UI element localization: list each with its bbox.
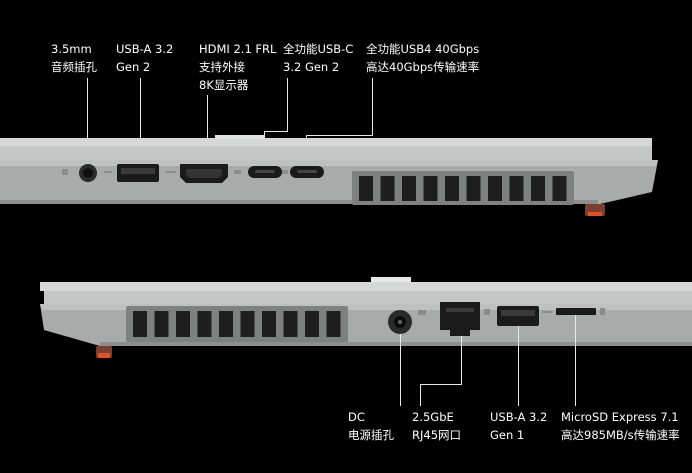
thunderbolt-icon — [282, 170, 288, 174]
leader-dc — [400, 334, 401, 406]
leader-hdmi — [207, 95, 208, 164]
vent-slot — [466, 176, 481, 201]
left-base-top — [0, 146, 652, 160]
left-lid — [0, 138, 652, 146]
label-dc-jack: DC 电源插孔 — [348, 410, 394, 442]
microsd-slot — [556, 308, 596, 315]
leader-rj45-v — [461, 336, 462, 384]
power-icon — [418, 310, 426, 315]
usb-a-gen2-tongue — [121, 168, 155, 174]
vent-slot — [531, 176, 545, 201]
left-foot-accent — [588, 212, 602, 216]
left-lid-hinge — [215, 135, 265, 139]
leader-rj45-h — [420, 384, 462, 385]
right-foot-accent — [98, 353, 110, 358]
laptop-left-side — [0, 135, 658, 216]
right-lid — [40, 282, 692, 291]
displayport-icon — [234, 170, 241, 174]
hdmi-label-icon — [166, 171, 176, 173]
right-vent-slots — [133, 311, 341, 337]
label-audio-jack: 3.5mm 音频插孔 — [51, 42, 97, 74]
leader-rj45-v2 — [420, 384, 421, 406]
label-microsd: MicroSD Express 7.1 高达985MB/s传输速率 — [561, 410, 680, 442]
vent-slot — [305, 311, 319, 337]
leader-audio — [87, 78, 88, 171]
vent-slot — [133, 311, 147, 337]
label-hdmi: HDMI 2.1 FRL 支持外接 8K显示器 — [199, 42, 277, 92]
vent-slot — [488, 176, 502, 201]
usb-c-tongue — [255, 170, 275, 173]
vent-slot — [262, 311, 276, 337]
sd-card-icon — [600, 308, 605, 315]
laptop-right-side — [40, 277, 692, 358]
usb-label-icon-2 — [542, 311, 552, 313]
leader-usb-a — [140, 78, 141, 164]
label-usb4: 全功能USB4 40Gbps 高达40Gbps传输速率 — [366, 42, 480, 74]
leader-usbc-v — [287, 78, 288, 131]
label-usb-c: 全功能USB-C 3.2 Gen 2 — [283, 42, 354, 74]
vent-slot — [359, 176, 373, 201]
vent-slot — [176, 311, 190, 337]
network-icon — [484, 309, 490, 315]
audio-jack-hole — [83, 168, 93, 178]
label-usb-a-gen2: USB-A 3.2 Gen 2 — [116, 42, 174, 74]
label-rj45: 2.5GbE RJ45网口 — [412, 410, 462, 442]
vent-slot — [509, 176, 524, 201]
leader-usbc-h — [264, 131, 288, 132]
vent-slot — [154, 311, 169, 337]
right-base-edge — [100, 342, 692, 346]
vent-slot — [380, 176, 395, 201]
left-base-highlight — [0, 160, 658, 166]
leader-usb-gen1 — [518, 326, 519, 406]
rj45-contacts — [446, 308, 474, 312]
vent-slot — [240, 311, 255, 337]
vent-slot — [283, 311, 298, 337]
vent-slot — [197, 311, 212, 337]
vent-slot — [402, 176, 416, 201]
label-usb-a-gen1: USB-A 3.2 Gen 1 — [490, 410, 548, 442]
usb4-tongue — [297, 170, 317, 173]
vent-slot — [219, 311, 233, 337]
vent-slot — [552, 176, 567, 201]
leader-usb4-v — [372, 78, 373, 135]
headphone-icon — [62, 169, 68, 175]
usb-a-gen1-tongue — [501, 310, 535, 316]
leader-usb4-h — [306, 135, 373, 136]
left-vent-slots — [359, 176, 567, 201]
left-base-edge — [0, 200, 598, 204]
right-lid-hinge — [371, 277, 411, 282]
right-base-top — [44, 291, 692, 304]
leader-microsd — [575, 315, 576, 406]
vent-slot — [423, 176, 438, 201]
hdmi-inner — [186, 169, 222, 178]
usb-label-icon — [104, 171, 112, 173]
dc-jack-pin — [398, 320, 402, 324]
vent-slot — [326, 311, 341, 337]
vent-slot — [445, 176, 459, 201]
